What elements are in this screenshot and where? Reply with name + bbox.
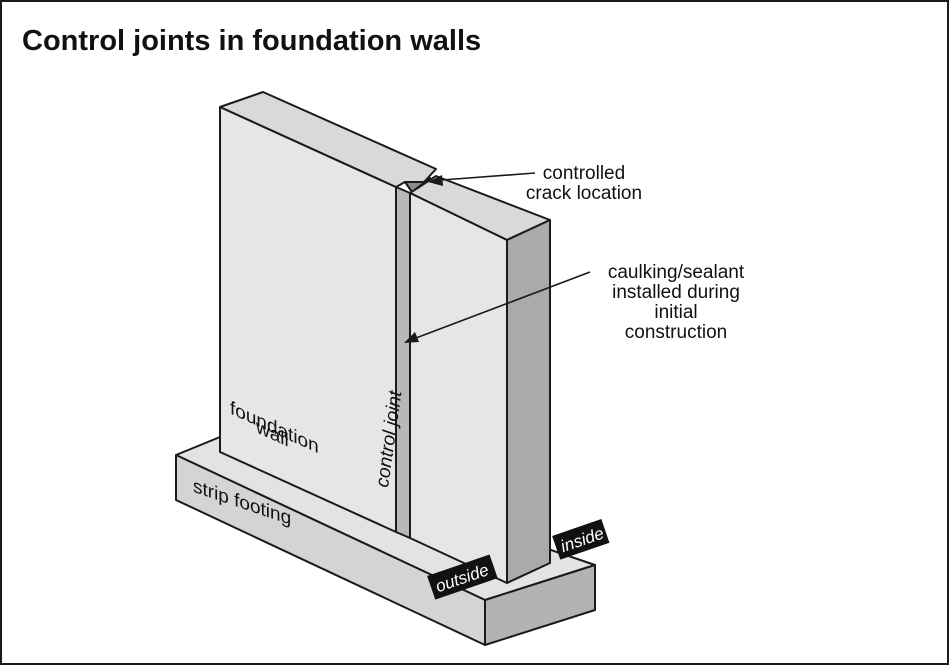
right-wall-side-face <box>506 219 551 584</box>
footing-side-face <box>484 564 596 646</box>
joint-face <box>395 186 411 539</box>
svg-text:controlled: controlled <box>543 163 625 184</box>
crack-leader-line <box>441 172 536 181</box>
svg-text:initial: initial <box>654 302 697 323</box>
svg-text:installed during: installed during <box>612 282 740 303</box>
crack-location-label: controlled crack location <box>526 163 642 204</box>
figure-title: Control joints in foundation walls <box>22 25 481 57</box>
crack-notch <box>404 177 431 193</box>
caulking-leader-line <box>415 271 591 339</box>
caulking-leader-arrowhead <box>404 332 419 343</box>
right-wall-segment <box>409 175 551 584</box>
right-wall-front-face <box>409 192 508 584</box>
svg-text:crack location: crack location <box>526 183 642 204</box>
svg-text:construction: construction <box>625 322 727 343</box>
leader-arrows <box>404 172 591 343</box>
crack-leader-arrowhead <box>428 175 443 186</box>
caulking-label: caulking/sealant installed during initia… <box>608 262 745 343</box>
svg-text:caulking/sealant: caulking/sealant <box>608 262 745 283</box>
